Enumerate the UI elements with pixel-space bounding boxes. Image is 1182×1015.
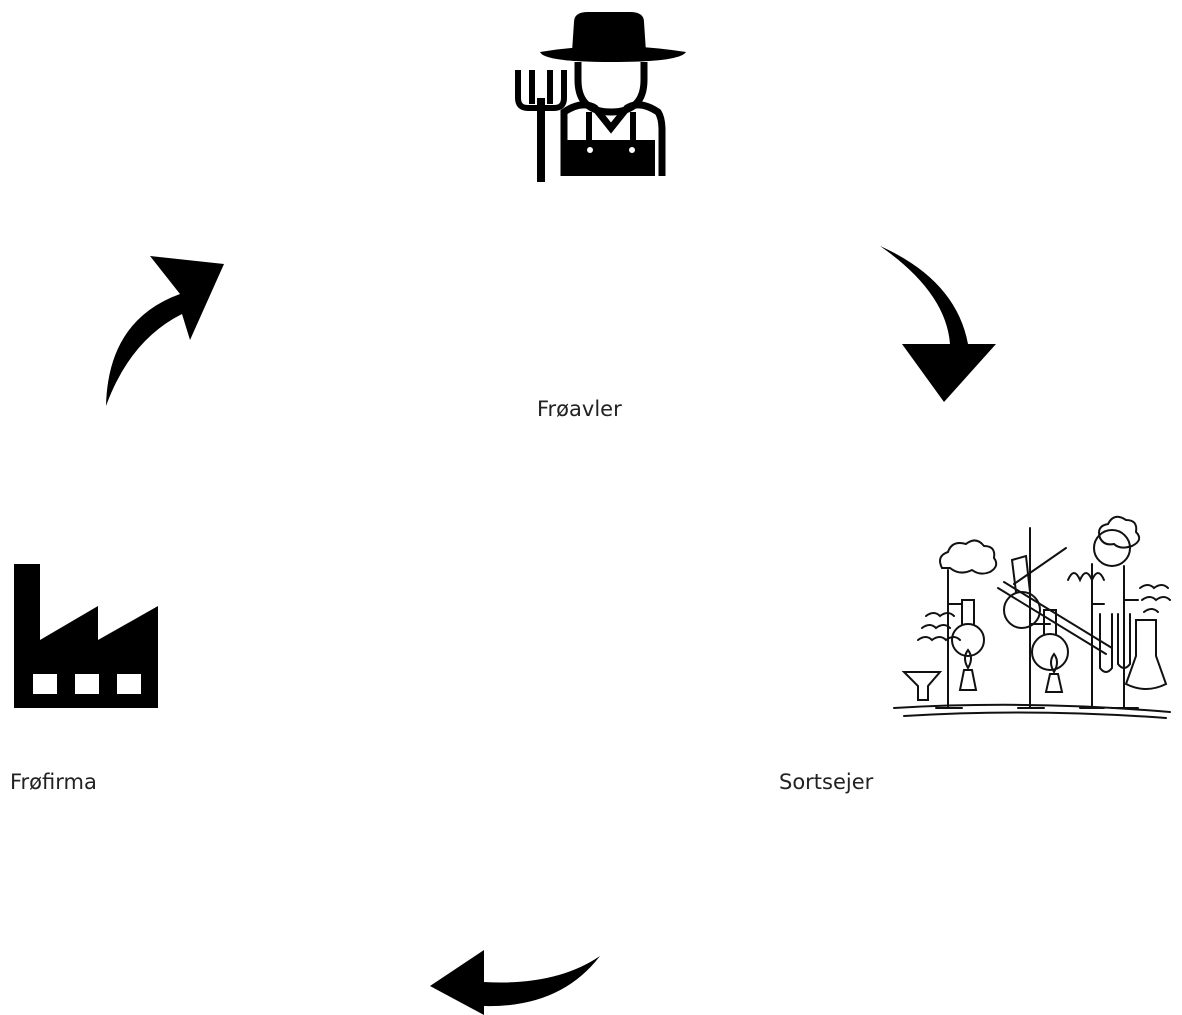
node-label-sortsejer: Sortsejer	[779, 770, 874, 794]
curved-arrow-icon	[430, 950, 600, 1015]
laboratory-icon	[893, 515, 1171, 719]
curved-arrow-icon	[106, 256, 224, 406]
node-label-frofirma: Frøfirma	[10, 770, 97, 794]
farmer-icon	[515, 12, 686, 182]
node-label-froavler: Frøavler	[537, 397, 622, 421]
factory-icon	[14, 564, 158, 708]
curved-arrow-icon	[880, 246, 996, 402]
